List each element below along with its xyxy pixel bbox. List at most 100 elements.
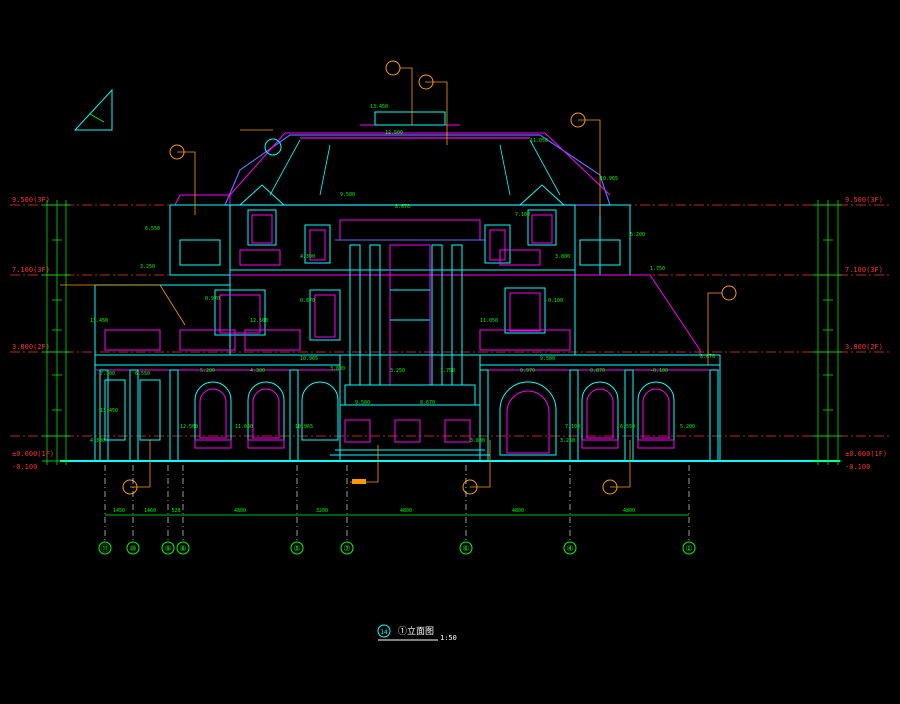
elevation-mark: 5.200 [200, 368, 215, 374]
dim-text: 4800 [623, 508, 635, 514]
roof-edges [229, 111, 611, 196]
building-elevation [94, 111, 721, 462]
level-label: 3.800(2F) [845, 343, 883, 351]
svg-text:⑦: ⑦ [343, 544, 350, 553]
elevation-mark: 4.300 [250, 368, 265, 374]
second-floor-windows [104, 287, 571, 351]
left-dimension-column [42, 200, 70, 465]
dim-text: 4800 [400, 508, 412, 514]
axis-bubble: ⑦ [340, 541, 354, 555]
axis-bubble: ⑨ [161, 541, 175, 555]
axis-bubble: ⑥ [459, 541, 473, 555]
portico-columns [330, 244, 490, 456]
svg-text:⑧: ⑧ [179, 544, 186, 553]
elevation-mark: 5.200 [680, 424, 695, 430]
leader-bubble [169, 144, 185, 160]
leader-bubble [721, 285, 737, 301]
axis-bubble: ⑩ [126, 541, 140, 555]
elevation-mark: 13.450 [100, 408, 118, 414]
elevation-mark: 0.970 [520, 368, 535, 374]
elevation-mark: -0.100 [545, 298, 563, 304]
elevation-mark: 0.870 [300, 298, 315, 304]
leader-bubble [570, 112, 586, 128]
elevation-mark: 1.750 [440, 368, 455, 374]
axis-bubble: ④ [563, 541, 577, 555]
elevation-mark: 9.500 [340, 192, 355, 198]
svg-text:⑪: ⑪ [101, 544, 109, 553]
title-scale: 1:50 [440, 634, 457, 642]
level-label: 3.800(2F) [12, 343, 50, 351]
axis-bubble: ⑧ [176, 541, 190, 555]
drawing-title: 14 ①立面图 1:50 [377, 624, 457, 642]
elevation-mark: 13.450 [90, 318, 108, 324]
elevation-mark: 11.050 [530, 138, 548, 144]
leader-bubble [418, 74, 434, 90]
svg-text:①: ① [685, 544, 692, 553]
elevation-mark: 3.250 [560, 438, 575, 444]
dormer-left [238, 184, 286, 246]
elevation-mark: -0.100 [650, 368, 668, 374]
elevation-mark: 13.450 [370, 104, 388, 110]
title-text: ①立面图 [398, 625, 434, 637]
elevation-annotations: 13.450 12.500 11.050 10.965 9.500 8.670 7.100 6… [90, 104, 715, 444]
elevation-mark: 1.750 [650, 266, 665, 272]
svg-text:④: ④ [566, 544, 573, 553]
svg-text:⑩: ⑩ [129, 544, 136, 553]
bottom-dimensions: 1450 1460 520 4800 3200 4800 4800 4800 [113, 508, 635, 514]
ground-floor-arches [104, 379, 675, 456]
elevation-mark: 4.300 [90, 438, 105, 444]
axis-bubble: ⑤ [290, 541, 304, 555]
level-label: -0.100 [845, 463, 870, 471]
title-number: 14 [380, 629, 388, 636]
elevation-mark: 9.500 [355, 400, 370, 406]
elevation-mark: 3.800 [330, 366, 345, 372]
ground-pillars [99, 369, 719, 462]
dim-text: 1450 [113, 508, 125, 514]
elevation-mark: 6.550 [620, 424, 635, 430]
left-wing [94, 194, 341, 462]
svg-text:⑤: ⑤ [293, 544, 300, 553]
elevation-mark: 6.550 [145, 226, 160, 232]
elevation-mark: 7.100 [515, 212, 530, 218]
elevation-mark: 8.670 [700, 354, 715, 360]
leader-bubble [462, 479, 478, 495]
leader-tag [352, 479, 366, 484]
elevation-mark: 5.200 [630, 232, 645, 238]
elevation-mark: 4.300 [300, 254, 315, 260]
leader-bubbles [122, 60, 737, 495]
right-dimension-column [812, 200, 842, 465]
level-label: 9.500(3F) [845, 196, 883, 204]
elevation-mark: 11.050 [480, 318, 498, 324]
elevation-mark: 8.670 [420, 400, 435, 406]
section-triangle-icon [73, 88, 113, 131]
axis-bubble: ⑪ [98, 541, 112, 555]
leader-bubble [385, 60, 401, 76]
svg-text:⑥: ⑥ [462, 544, 469, 553]
elevation-mark: 10.965 [300, 356, 318, 362]
elevation-mark: 3.250 [390, 368, 405, 374]
elevation-mark: 7.100 [565, 424, 580, 430]
elevation-mark: 8.670 [395, 204, 410, 210]
elevation-mark: 6.550 [135, 371, 150, 377]
leader-bubble [264, 138, 282, 156]
dim-text: 3200 [316, 508, 328, 514]
level-labels-right: 9.500(3F) 7.100(3F) 3.800(2F) ±0.000(1F)… [845, 196, 887, 471]
level-label: 7.100(3F) [12, 266, 50, 274]
elevation-mark: 3.250 [140, 264, 155, 270]
title-number-bubble [377, 624, 391, 638]
elevation-mark: 12.500 [385, 130, 403, 136]
level-label: ±0.000(1F) [845, 450, 887, 458]
elevation-mark: 11.050 [235, 424, 253, 430]
elevation-mark: 12.500 [180, 424, 198, 430]
roof-inner [269, 139, 561, 196]
leader-lines [60, 67, 722, 488]
elevation-mark: 10.965 [295, 424, 313, 430]
axis-bubbles: ⑪ ⑩ ⑨ ⑧ ⑤ ⑦ ⑥ ④ ① [98, 541, 696, 555]
dim-text: 1460 [144, 508, 156, 514]
dim-text: 520 [171, 508, 180, 514]
elevation-mark: 3.800 [555, 254, 570, 260]
upper-windows [179, 224, 621, 266]
level-labels-left: 9.500(3F) 7.100(3F) 3.800(2F) ±0.000(1F)… [12, 196, 54, 471]
